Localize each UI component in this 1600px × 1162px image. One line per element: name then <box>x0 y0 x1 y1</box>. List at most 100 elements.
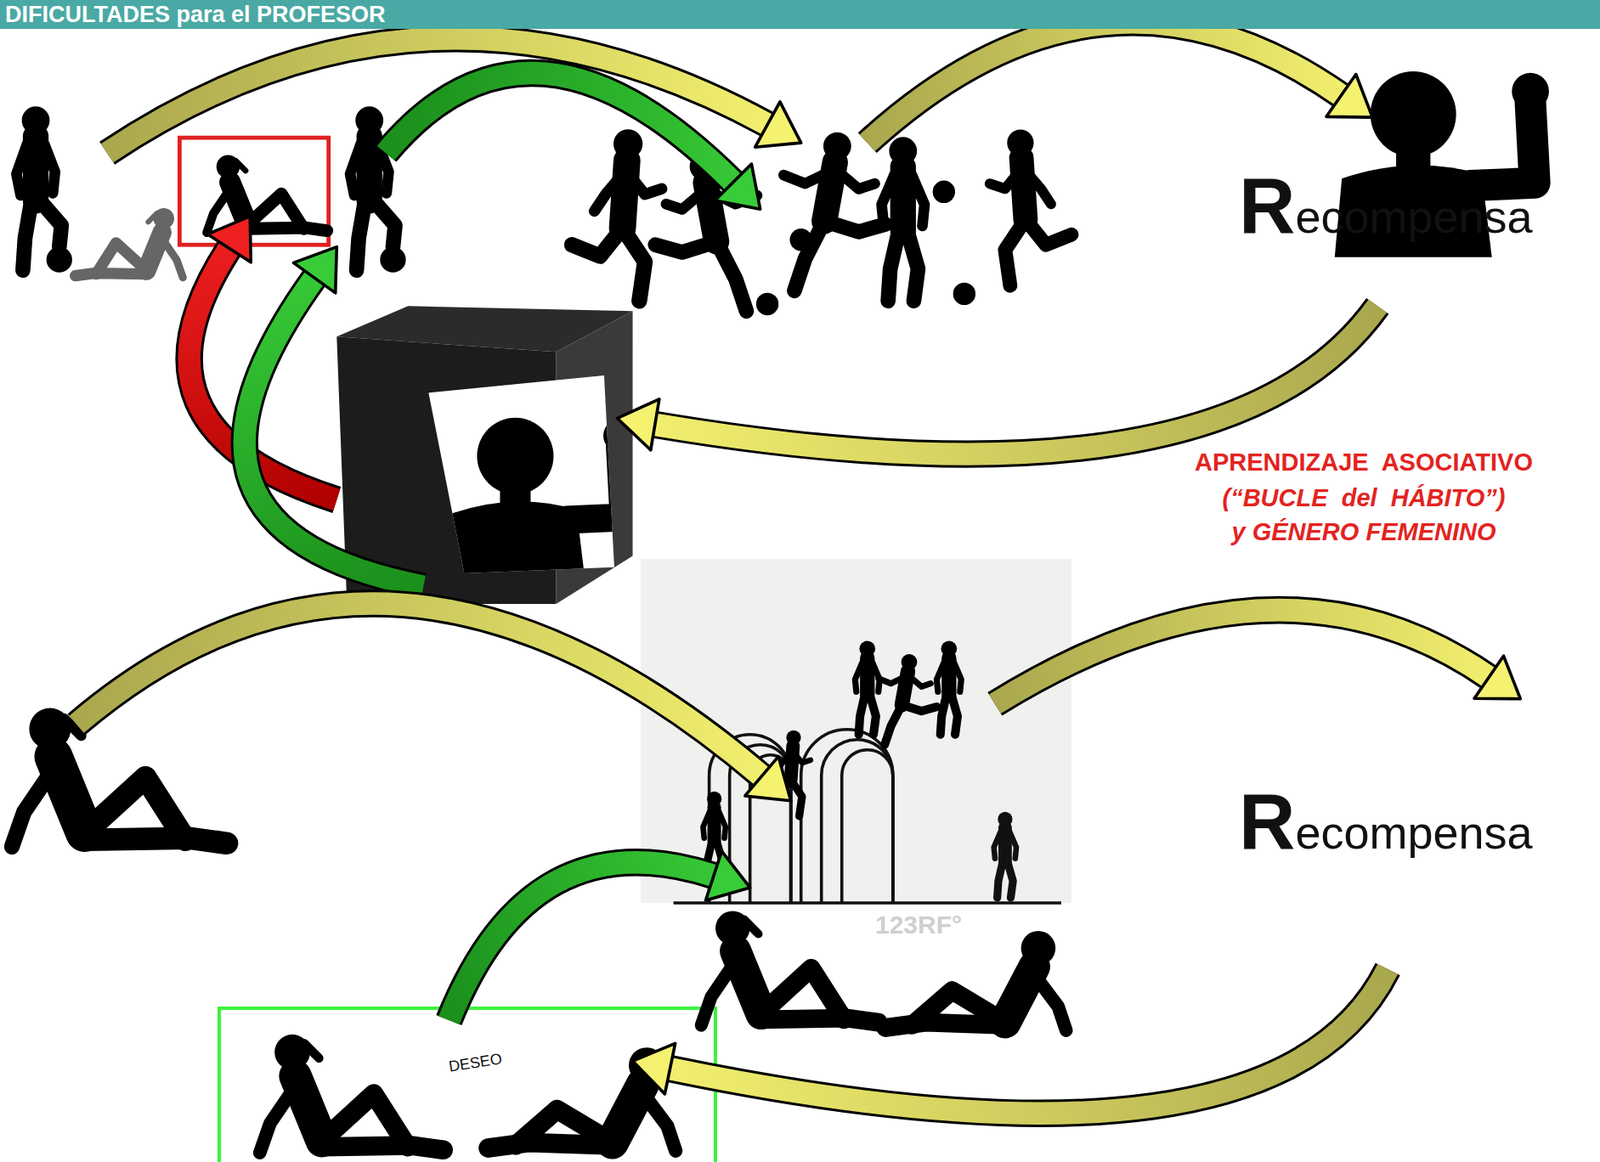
head <box>940 641 957 658</box>
head <box>613 129 643 159</box>
soccer-ball <box>46 247 73 273</box>
arrow-head <box>714 163 760 210</box>
limb <box>884 705 902 746</box>
limb <box>824 162 836 221</box>
limb <box>716 841 723 878</box>
limb <box>622 227 645 301</box>
limb <box>247 193 304 229</box>
limb <box>666 191 704 210</box>
limb <box>1021 158 1026 220</box>
limb <box>836 170 875 189</box>
ponytail <box>744 920 759 935</box>
arrow-body <box>867 22 1342 143</box>
limb <box>854 662 863 693</box>
arrow-body <box>107 38 768 153</box>
limb <box>655 241 717 253</box>
limb <box>84 838 227 844</box>
limb <box>571 227 622 256</box>
limb <box>53 757 85 834</box>
arrow-outline <box>107 38 768 153</box>
head <box>706 791 722 807</box>
child-silhouette <box>878 654 937 746</box>
head <box>785 730 801 746</box>
flow-arrow <box>107 38 802 153</box>
head <box>1370 71 1457 158</box>
child-silhouette <box>701 911 878 1027</box>
limb <box>146 232 162 272</box>
limb <box>1034 974 1066 1031</box>
limb <box>994 831 1001 860</box>
head <box>997 812 1013 827</box>
limb <box>878 676 906 685</box>
reward-label: Recompensa <box>1238 782 1533 861</box>
flow-arrow <box>617 305 1379 454</box>
head <box>152 208 174 230</box>
flow-arrow <box>633 969 1389 1114</box>
limb <box>706 182 718 242</box>
limb <box>1007 861 1014 899</box>
limb <box>230 182 249 226</box>
arrow-body <box>244 277 425 587</box>
box-picture <box>428 375 615 574</box>
arm <box>565 446 624 521</box>
limb <box>872 662 881 693</box>
limb <box>708 191 758 204</box>
limb <box>260 1086 296 1154</box>
limb <box>295 1076 323 1143</box>
torso <box>445 501 586 584</box>
arrow-head <box>617 399 660 451</box>
limb <box>1005 219 1026 286</box>
head <box>216 155 240 179</box>
box-front <box>336 336 556 605</box>
limb <box>96 243 147 275</box>
flow-arrow <box>189 216 338 501</box>
child-silhouette <box>260 1034 444 1154</box>
child-silhouette <box>765 730 811 817</box>
arm <box>1469 102 1535 187</box>
limb <box>642 1093 676 1152</box>
head <box>689 152 719 181</box>
child-silhouette <box>994 812 1017 899</box>
limb <box>941 658 956 696</box>
arrow-body <box>76 604 762 777</box>
limb <box>622 160 628 228</box>
child-silhouette <box>350 106 407 272</box>
limb <box>206 188 230 232</box>
arrow-head <box>207 216 251 263</box>
limb <box>707 807 722 842</box>
head <box>715 911 750 946</box>
limb <box>16 143 28 196</box>
limb <box>792 751 810 764</box>
arrow-head <box>745 757 792 802</box>
climbing-arch <box>750 755 792 904</box>
limb <box>791 746 794 781</box>
flow-arrow <box>867 22 1373 143</box>
soccer-ball <box>789 228 812 251</box>
fist <box>1511 73 1550 111</box>
limb <box>783 170 832 184</box>
climbing-arch <box>801 729 894 904</box>
child-silhouette <box>854 641 880 735</box>
child-silhouette <box>783 132 886 292</box>
ponytail <box>63 718 81 736</box>
box-top <box>336 305 633 352</box>
limb <box>356 200 366 271</box>
flow-arrow <box>995 610 1521 705</box>
limb <box>515 1109 612 1146</box>
arrow-body <box>385 73 734 182</box>
arrow-outline <box>76 604 762 777</box>
limb <box>627 171 662 194</box>
child-silhouette <box>571 129 662 301</box>
limb <box>859 695 866 735</box>
ponytail <box>147 213 157 222</box>
limb <box>247 227 328 231</box>
head <box>901 654 918 671</box>
soccer-ball <box>953 282 976 306</box>
limb <box>488 1142 613 1148</box>
limb <box>765 780 792 795</box>
neck <box>499 481 531 515</box>
head <box>823 132 852 161</box>
head <box>1006 130 1034 157</box>
